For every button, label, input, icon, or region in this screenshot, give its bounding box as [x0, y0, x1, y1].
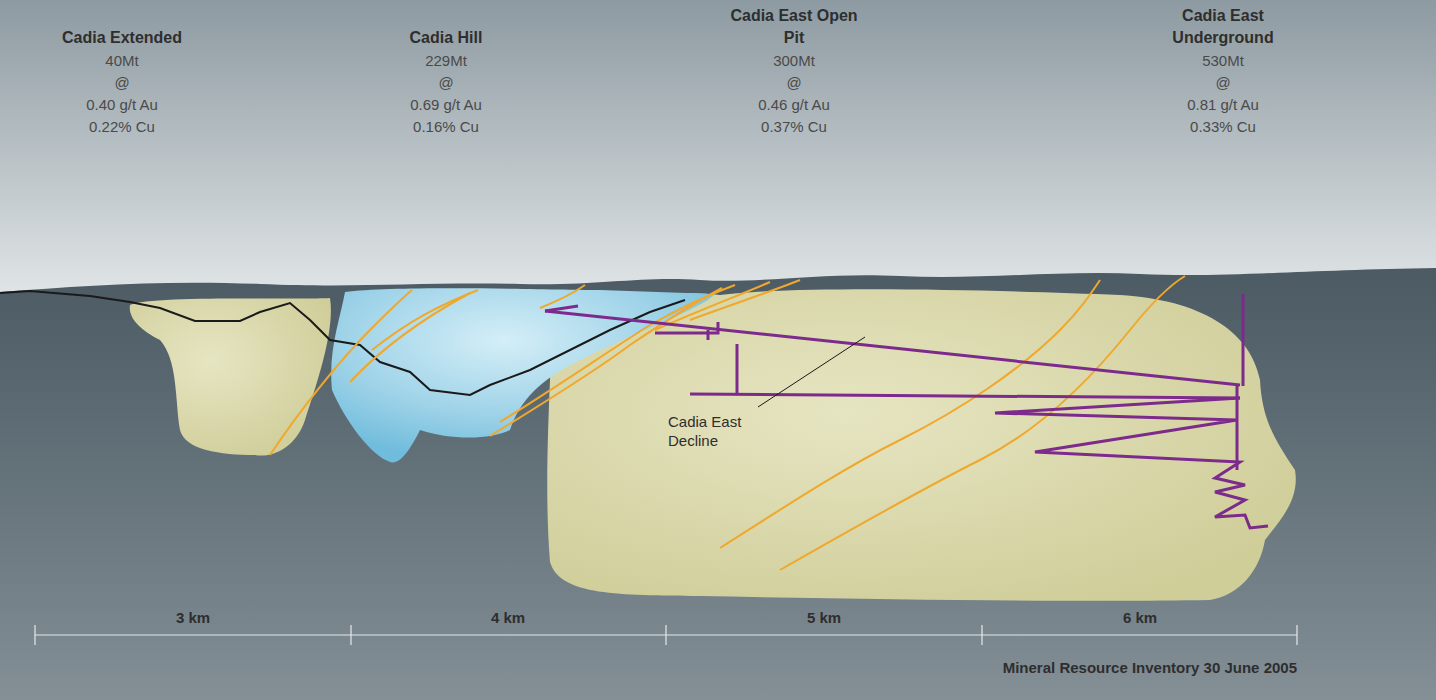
decline-workings: [545, 294, 1268, 528]
callout-label: Cadia East Decline: [668, 412, 763, 450]
scale-label: 3 km: [176, 609, 210, 626]
cadia-east-orebody: [547, 289, 1296, 601]
resource-figure: 0.33% Cu: [1190, 117, 1256, 137]
fault-lines: [270, 276, 1185, 570]
cadia-hill-orebody: [331, 288, 715, 462]
resource-figure: 0.22% Cu: [89, 117, 155, 137]
resource-figure: 300Mt: [773, 51, 815, 71]
deposit-name: Cadia East Underground: [1153, 5, 1293, 49]
resource-figure: 40Mt: [105, 51, 138, 71]
caption: Mineral Resource Inventory 30 June 2005: [1003, 659, 1297, 676]
resource-figure: @: [438, 73, 453, 93]
deposit-name: Cadia Hill: [376, 27, 516, 49]
resource-figure: @: [786, 73, 801, 93]
scale-label: 5 km: [807, 609, 841, 626]
scale-label: 6 km: [1123, 609, 1157, 626]
resource-figure: 0.16% Cu: [413, 117, 479, 137]
resource-figure: 229Mt: [425, 51, 467, 71]
resource-figure: @: [1215, 73, 1230, 93]
ground: [0, 268, 1436, 700]
deposit-name: Cadia Extended: [52, 27, 192, 49]
resource-figure: 530Mt: [1202, 51, 1244, 71]
resource-figure: 0.69 g/t Au: [410, 95, 482, 115]
leader-line: [758, 337, 865, 407]
resource-figure: 0.40 g/t Au: [86, 95, 158, 115]
resource-figure: 0.37% Cu: [761, 117, 827, 137]
sky: [0, 0, 1436, 300]
scale-label: 4 km: [491, 609, 525, 626]
deposit-name: Cadia East Open Pit: [724, 5, 864, 49]
scale-bar: [35, 625, 1297, 645]
resource-figure: 0.81 g/t Au: [1187, 95, 1259, 115]
pit-outline: [0, 291, 685, 395]
resource-figure: 0.46 g/t Au: [758, 95, 830, 115]
resource-figure: @: [114, 73, 129, 93]
